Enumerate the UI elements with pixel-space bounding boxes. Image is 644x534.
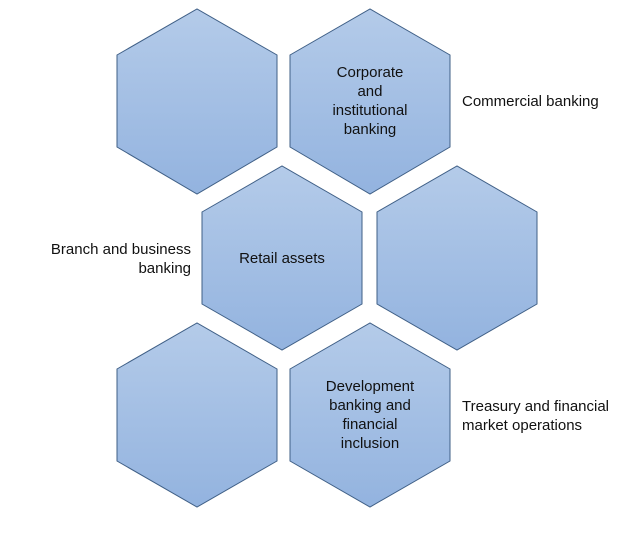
hex-label-line: banking xyxy=(343,121,397,138)
hexagon-bottom-right xyxy=(289,322,451,508)
hexagon-top-right xyxy=(289,8,451,195)
hex-label-line: banking and xyxy=(329,397,411,414)
hex-label-line: institutional xyxy=(332,102,408,119)
side-label-line: banking xyxy=(138,260,191,277)
hexagon-bottom-right-label: Development banking and financial inclus… xyxy=(300,369,440,461)
hex-label-line: Retail assets xyxy=(239,249,325,267)
hex-label-line: Corporate xyxy=(336,64,404,81)
hexagon-top-right-label: Corporate and institutional banking xyxy=(300,55,440,147)
label-branch-business-banking: Branch and business banking xyxy=(20,240,191,278)
hexagon-mid-left xyxy=(201,165,363,351)
hexagon-mid-left-label: Retail assets xyxy=(212,212,352,304)
side-label-line: market operations xyxy=(462,417,583,434)
hex-label-line: and xyxy=(357,83,383,100)
hex-label-line: inclusion xyxy=(340,435,400,452)
hexagon-bottom-left xyxy=(116,322,278,508)
side-label-line: Treasury and financial xyxy=(462,398,610,415)
hex-label-line: Development xyxy=(325,378,415,395)
hexagon-mid-right xyxy=(376,165,538,351)
label-commercial-banking: Commercial banking xyxy=(462,93,599,110)
hex-label-line: financial xyxy=(342,416,398,433)
label-treasury-operations: Treasury and financial market operations xyxy=(462,397,609,435)
hexagon-top-left xyxy=(116,8,278,195)
side-label-line: Branch and business xyxy=(50,241,191,258)
